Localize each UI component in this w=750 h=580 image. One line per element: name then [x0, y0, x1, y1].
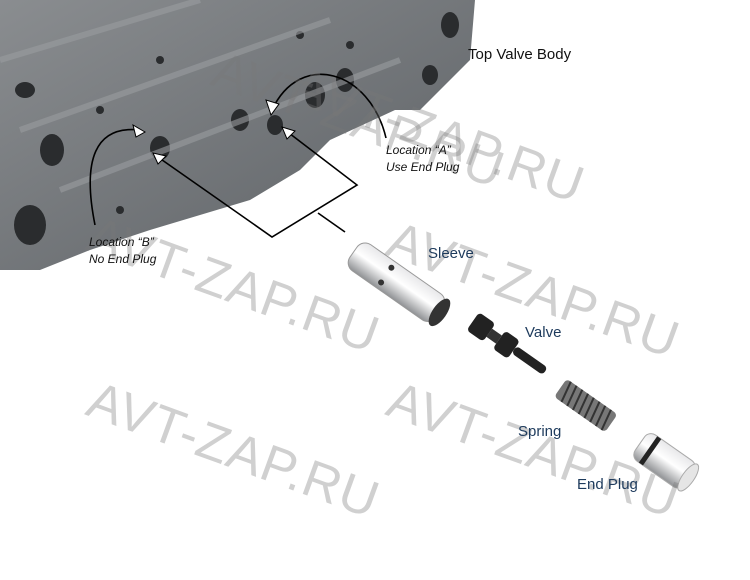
location-b-title: Location “B”: [89, 235, 154, 249]
location-a-note: Use End Plug: [386, 160, 460, 174]
top-valve-body-image: [0, 0, 475, 270]
sleeve-label: Sleeve: [428, 245, 474, 262]
callout-arrows: [89, 73, 387, 238]
location-a-label: Location “A” Use End Plug: [386, 142, 459, 176]
end-plug-part: [633, 433, 700, 492]
location-b-label: Location “B” No End Plug: [89, 234, 156, 268]
arrowheads: [132, 99, 296, 165]
spring-label: Spring: [518, 423, 562, 440]
sleeve-part: [347, 242, 451, 327]
valve-part: [468, 313, 547, 374]
spring-part: [555, 380, 616, 431]
top-valve-body-label: Top Valve Body: [468, 46, 572, 63]
valve-label: Valve: [525, 324, 562, 341]
end-plug-label: End Plug: [577, 476, 638, 493]
location-a-title: Location “A”: [386, 143, 451, 157]
location-b-note: No End Plug: [89, 252, 157, 266]
